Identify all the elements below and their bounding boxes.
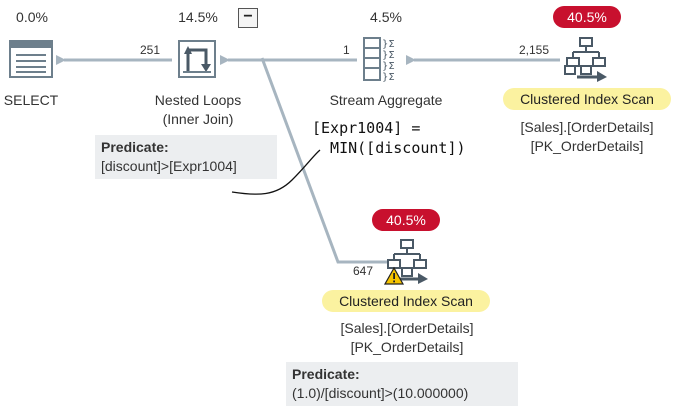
scan-bottom-predicate-text: (1.0)/[discount]>(10.000000) [292,385,469,401]
scan-bottom-predicate-title: Predicate: [292,366,360,382]
scan-top-rows: 2,155 [519,43,550,57]
nested-loops-icon[interactable] [176,38,218,80]
scan-bottom-cost-badge: 40.5% [372,209,440,231]
scan-top-label: Clustered Index Scan [503,88,671,110]
nested-loops-label-line2: (Inner Join) [162,111,234,127]
scan-top-object-line1: [Sales].[OrderDetails] [520,119,654,135]
clustered-index-scan-icon[interactable] [563,36,611,82]
nested-loops-predicate: Predicate: [discount]>[Expr1004] [95,135,277,179]
nested-loops-label-line1: Nested Loops [154,92,242,108]
scan-bottom-object-line2: [PK_OrderDetails] [350,339,464,355]
stream-aggregate-expression: [Expr1004] = MIN([discount]) [312,118,466,158]
scan-bottom-object: [Sales].[OrderDetails] [PK_OrderDetails] [320,319,494,357]
collapse-toggle-button[interactable]: − [238,8,258,28]
scan-bottom-object-line1: [Sales].[OrderDetails] [340,320,474,336]
stream-aggregate-expr-line1: [Expr1004] = [312,119,421,137]
stream-aggregate-expr-line2: MIN([discount]) [312,139,466,157]
select-cost: 0.0% [16,9,48,25]
svg-text:}Σ: }Σ [382,39,395,50]
clustered-index-scan-warning-icon[interactable] [384,238,434,286]
wire-bottom-scan-to-nested [260,57,388,264]
scan-top-object-line2: [PK_OrderDetails] [530,138,644,154]
svg-text:}Σ: }Σ [382,72,395,82]
svg-text:}Σ: }Σ [382,50,395,61]
scan-top-object: [Sales].[OrderDetails] [PK_OrderDetails] [500,118,674,156]
nested-loops-rows: 251 [140,43,161,57]
scan-bottom-rows: 647 [353,264,374,278]
stream-aggregate-cost: 4.5% [370,9,402,25]
nested-loops-predicate-text: [discount]>[Expr1004] [101,158,237,174]
scan-bottom-label: Clustered Index Scan [322,290,490,312]
stream-aggregate-rows: 1 [343,43,350,57]
select-label: SELECT [3,92,59,108]
annotation-curve [231,149,321,195]
scan-top-cost-badge: 40.5% [553,6,621,28]
svg-text:}Σ: }Σ [382,61,395,72]
nested-loops-cost: 14.5% [178,9,218,25]
select-icon[interactable] [9,40,53,78]
scan-bottom-predicate: Predicate: (1.0)/[discount]>(10.000000) [286,362,518,406]
nested-loops-predicate-title: Predicate: [101,139,169,155]
stream-aggregate-label: Stream Aggregate [329,92,443,108]
stream-aggregate-icon[interactable]: }Σ }Σ }Σ }Σ [362,36,410,82]
nested-loops-label: Nested Loops (Inner Join) [128,91,268,129]
